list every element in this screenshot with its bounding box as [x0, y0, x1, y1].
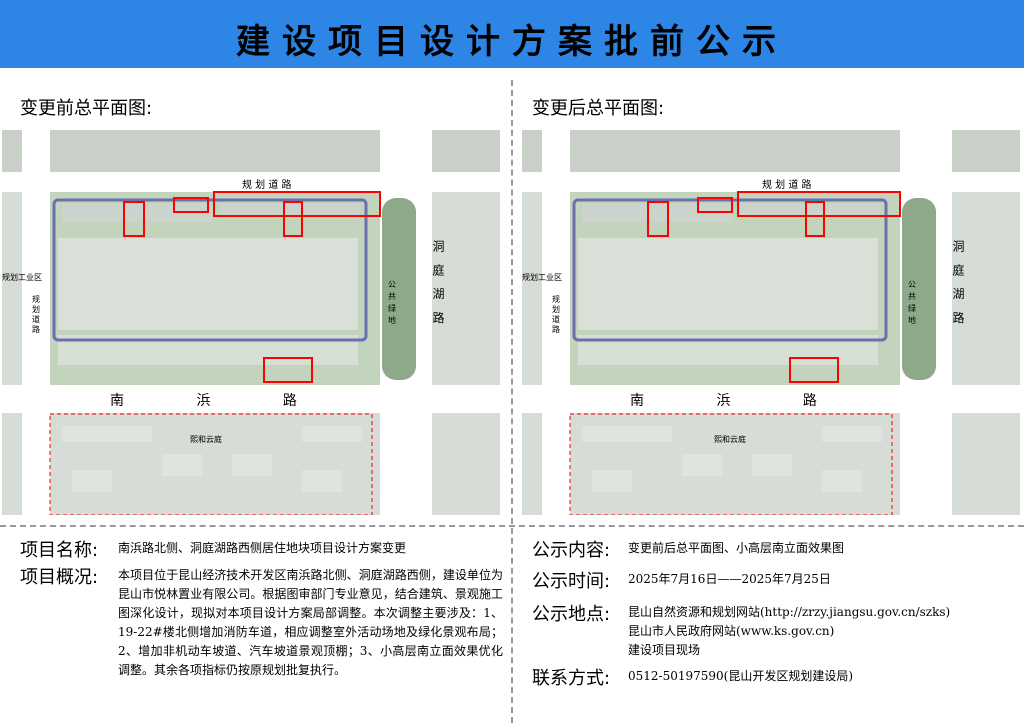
page-title: 建设项目设计方案批前公示	[236, 22, 788, 62]
horizontal-divider	[0, 525, 1024, 527]
after-plan-label: 变更后总平面图:	[532, 98, 665, 119]
before-community: 熙和云庭	[190, 434, 222, 444]
vertical-divider	[511, 80, 513, 723]
before-road-north: 规 划 道 路	[242, 178, 292, 191]
after-green: 公共绿地	[908, 280, 917, 328]
before-zone-west: 规划工业区	[2, 272, 42, 282]
before-plan-label: 变更前总平面图:	[20, 98, 153, 119]
before-site-plan: 规 划 道 路 洞 庭 湖 路 南 浜 路 规划道路 规划工业区 公共绿地 熙和…	[2, 130, 500, 515]
before-road-east: 洞 庭 湖 路	[431, 240, 445, 328]
notice-place-line-1: 昆山自然资源和规划网站(http://zrzy.jiangsu.gov.cn/s…	[628, 605, 951, 619]
after-road-north: 规 划 道 路	[762, 178, 812, 191]
notice-content-label: 公示内容:	[532, 540, 611, 561]
notice-place-line-3: 建设项目现场	[628, 643, 701, 657]
after-road-south: 南 浜 路	[630, 393, 851, 409]
project-overview-label: 项目概况:	[20, 567, 99, 588]
after-site-plan: 规 划 道 路 洞 庭 湖 路 南 浜 路 规划道路 规划工业区 公共绿地 熙和…	[522, 130, 1020, 515]
notice-time-value: 2025年7月16日——2025年7月25日	[628, 572, 831, 586]
after-road-east: 洞 庭 湖 路	[951, 240, 965, 328]
notice-time-label: 公示时间:	[532, 571, 611, 592]
contact-value: 0512-50197590(昆山开发区规划建设局)	[628, 669, 854, 683]
header-bar: 建设项目设计方案批前公示	[0, 0, 1024, 68]
notice-content-value: 变更前后总平面图、小高层南立面效果图	[628, 541, 845, 555]
after-community: 熙和云庭	[714, 434, 746, 444]
contact-label: 联系方式:	[532, 668, 611, 689]
after-road-west: 规划道路	[552, 294, 561, 335]
before-road-south: 南 浜 路	[110, 393, 331, 409]
notice-place-line-2: 昆山市人民政府网站(www.ks.gov.cn)	[628, 624, 835, 638]
project-overview-value: 本项目位于昆山经济技术开发区南浜路北侧、洞庭湖路西侧，建设单位为昆山市悦林置业有…	[118, 568, 503, 677]
after-zone-west: 规划工业区	[522, 272, 562, 282]
project-name-value: 南浜路北侧、洞庭湖路西侧居住地块项目设计方案变更	[118, 541, 407, 555]
notice-place-label: 公示地点:	[532, 604, 611, 625]
before-road-west: 规划道路	[32, 294, 41, 335]
before-green: 公共绿地	[388, 280, 397, 328]
project-name-label: 项目名称:	[20, 540, 99, 561]
